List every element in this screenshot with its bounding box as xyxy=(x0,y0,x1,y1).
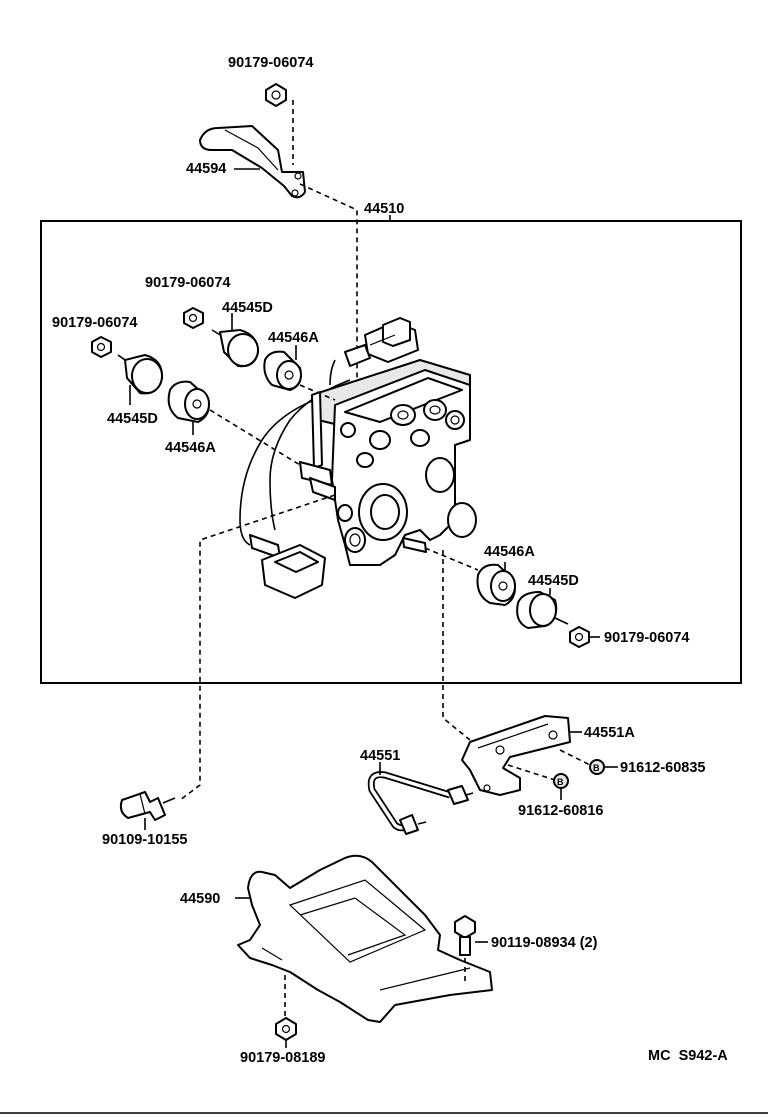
callout-bolt-lower: 90119-08934 (2) xyxy=(491,935,598,951)
callout-bushing-right: 44546A xyxy=(484,544,535,560)
washer-right-part: B xyxy=(589,759,605,775)
callout-solenoid-upper-1: 44545D xyxy=(107,411,158,427)
callout-solenoid-upper-2: 44545D xyxy=(222,300,273,316)
callout-nut-top: 90179-06074 xyxy=(228,55,313,71)
bushing-upper-2-part xyxy=(263,350,302,391)
callout-bracket-right: 44551A xyxy=(584,725,635,741)
callout-bracket-lower: 44590 xyxy=(180,891,220,907)
nut-right-part xyxy=(569,626,590,648)
bracket-44551a-part xyxy=(461,715,571,796)
nut-upper-left-2-part xyxy=(183,307,204,329)
callout-nut-upper-left-1: 90179-06074 xyxy=(52,315,137,331)
callout-solenoid-right: 44545D xyxy=(528,573,579,589)
sensor-switch-part xyxy=(119,791,176,821)
callout-sensor-switch: 90109-10155 xyxy=(102,832,187,848)
callout-nut-upper-left-2: 90179-06074 xyxy=(145,275,230,291)
nut-top-part xyxy=(265,83,287,107)
callout-actuator-assy: 44510 xyxy=(364,201,404,217)
actuator-assembly-frame xyxy=(40,220,742,684)
callout-bushing-upper-2: 44546A xyxy=(268,330,319,346)
bolt-lower-part xyxy=(454,915,476,956)
callout-bracket-upper: 44594 xyxy=(186,161,226,177)
callout-washer-lower: 91612-60816 xyxy=(518,803,603,819)
nut-bottom-part xyxy=(275,1017,297,1041)
bushing-right-part xyxy=(476,563,516,606)
bracket-44594-part xyxy=(199,125,306,199)
figure-code: MC S942-A xyxy=(648,1048,728,1064)
callout-pipe: 44551 xyxy=(360,748,400,764)
callout-nut-bottom: 90179-08189 xyxy=(240,1050,325,1066)
bushing-upper-1-part xyxy=(167,380,210,423)
callout-bushing-upper-1: 44546A xyxy=(165,440,216,456)
svg-text:B: B xyxy=(593,763,600,773)
callout-washer-right: 91612-60835 xyxy=(620,760,705,776)
callout-nut-right: 90179-06074 xyxy=(604,630,689,646)
actuator-body-part xyxy=(239,317,477,599)
pipe-44551-part xyxy=(367,771,474,835)
washer-lower-part: B xyxy=(553,773,569,789)
nut-upper-left-1-part xyxy=(91,336,112,358)
solenoid-upper-2-part xyxy=(211,329,259,368)
solenoid-upper-1-part xyxy=(117,354,164,395)
bracket-44590-part xyxy=(237,854,493,1023)
solenoid-right-part xyxy=(516,591,569,629)
svg-text:B: B xyxy=(557,777,564,787)
